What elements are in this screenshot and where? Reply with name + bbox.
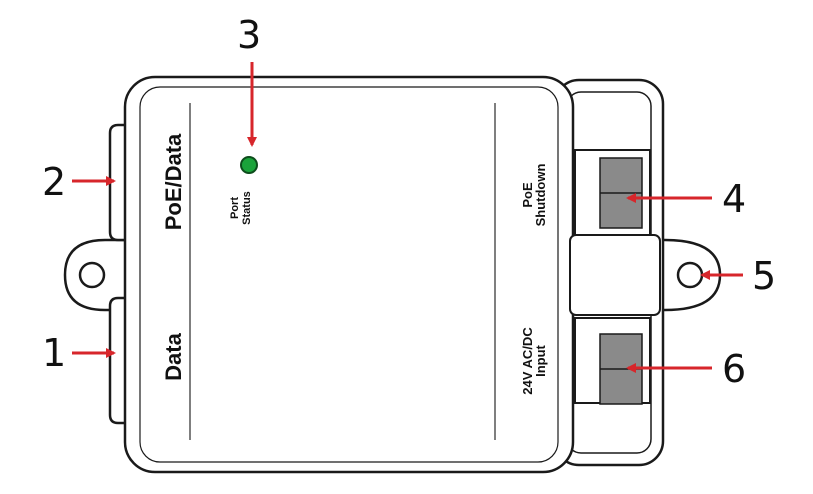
led-label-line-2: Status xyxy=(241,191,253,225)
callout-number-1: 1 xyxy=(42,331,66,375)
input-terminal xyxy=(574,317,651,405)
callout-number-5: 5 xyxy=(752,254,776,298)
poe-data-port-label: PoE/Data xyxy=(161,133,186,230)
callout-number-6: 6 xyxy=(722,347,746,391)
right-mounting-hole xyxy=(676,261,704,289)
callout-arrows xyxy=(72,62,743,373)
poe-shutdown-label-line-1: PoE xyxy=(520,182,535,208)
center-latch xyxy=(569,234,661,316)
port-status-led xyxy=(240,156,258,174)
poe-shutdown-label-line-2: Shutdown xyxy=(533,164,548,227)
left-mounting-hole xyxy=(78,261,106,289)
device-body xyxy=(123,75,575,474)
input-label-line-1: 24V AC/DC xyxy=(520,327,535,395)
input-label-line-2: Input xyxy=(533,344,548,376)
callout-number-2: 2 xyxy=(42,160,66,204)
callout-number-4: 4 xyxy=(722,177,746,221)
data-port-label: Data xyxy=(161,332,186,380)
led-label-line-1: Port xyxy=(229,197,241,219)
poe-shutdown-terminal xyxy=(574,149,651,236)
callout-number-3: 3 xyxy=(237,13,261,57)
left-mounting-tab xyxy=(63,238,128,312)
